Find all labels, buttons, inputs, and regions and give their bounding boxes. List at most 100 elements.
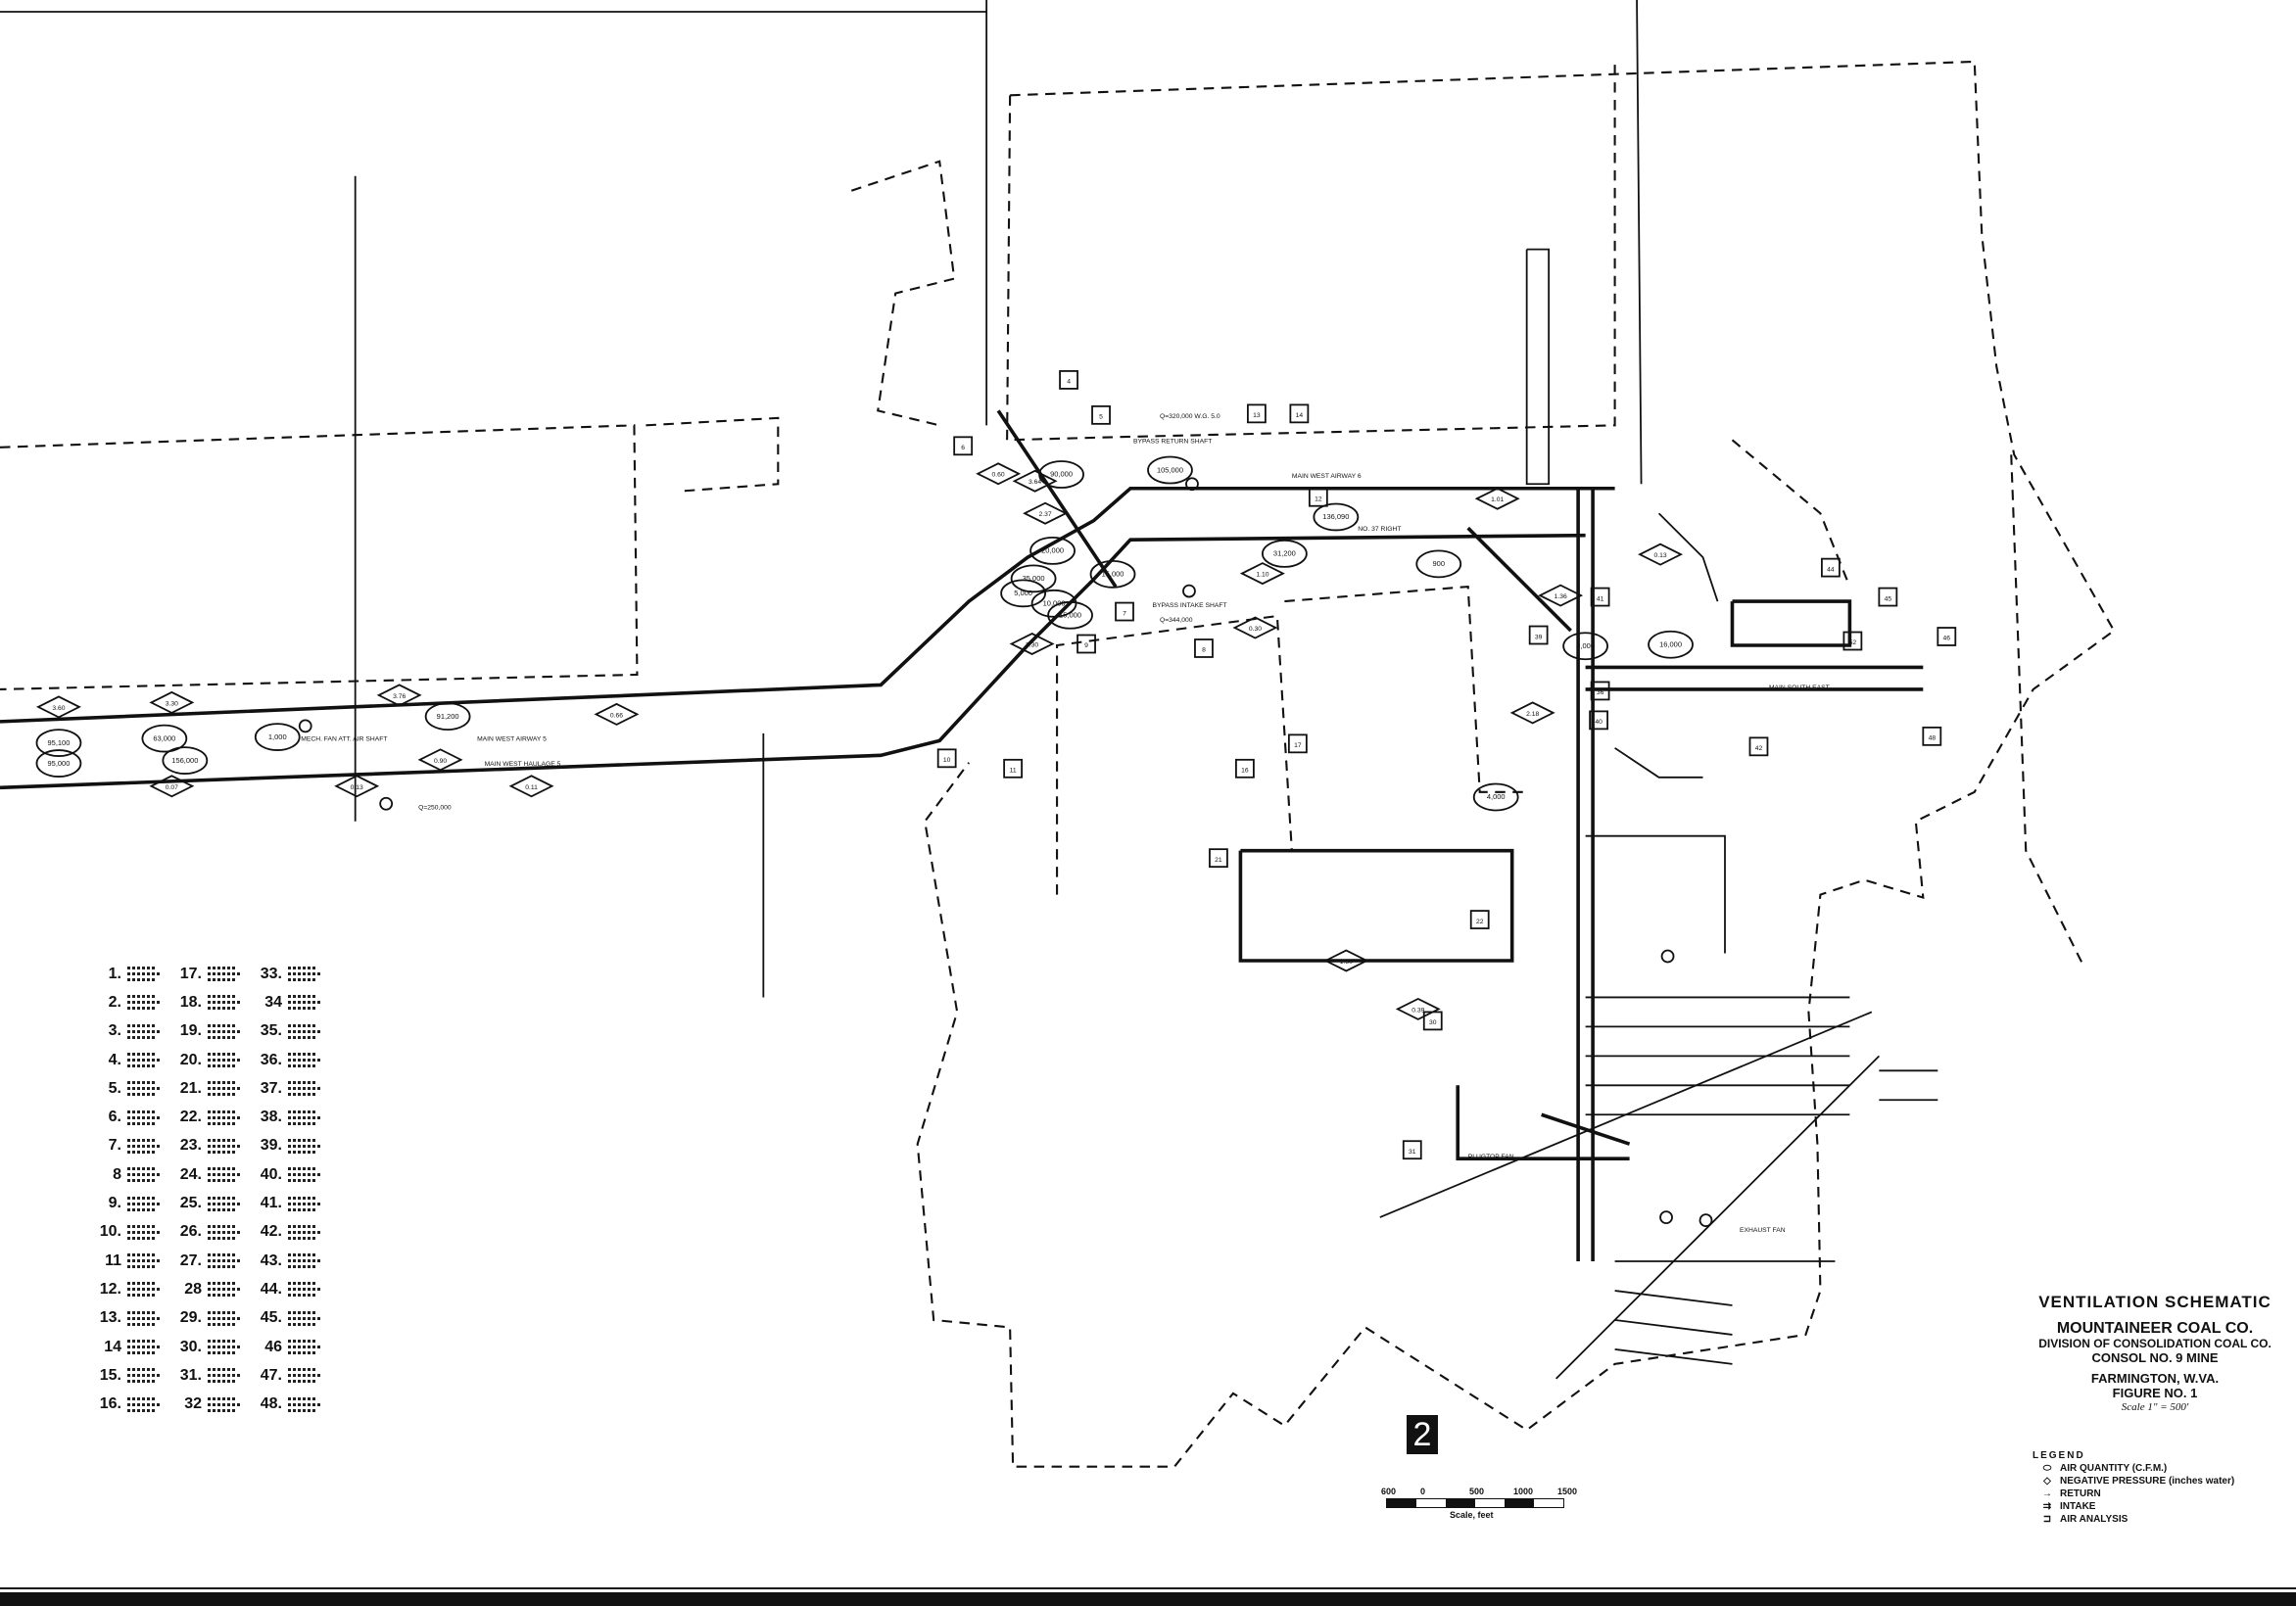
air-analysis-number: 36. [260,1051,282,1068]
air-analysis-values [208,1368,241,1384]
air-quantity-label: 15,000 [1059,611,1081,620]
air-analysis-values [288,1023,321,1039]
main-west-haulage [0,533,1586,790]
air-analysis-number: 41. [260,1195,282,1212]
negative-pressure-diamond [594,702,640,726]
air-analysis-entry: 24. [168,1160,249,1189]
air-analysis-station-number: 9 [1084,642,1088,649]
air-quantity-label: 9,000 [1576,641,1595,650]
airway-label: MAIN WEST AIRWAY 6 [1292,473,1362,480]
diamond-icon: ◇ [2043,1476,2051,1487]
air-analysis-entry: 43. [249,1247,329,1275]
entry-line [1379,1011,1873,1218]
shaft-icon [1698,1213,1713,1227]
entry-line [1614,1319,1733,1336]
air-analysis-station-box [1235,758,1255,779]
airway-label: BYPASS INTAKE SHAFT [1152,602,1226,609]
airway-label: MAIN WEST AIRWAY 5 [477,735,547,742]
air-analysis-values [288,1282,321,1298]
air-quantity-label: 1,000 [268,732,287,741]
air-analysis-entry: 25. [168,1189,249,1217]
air-analysis-values [208,1253,241,1269]
panel-boundary [1284,585,1527,793]
company-name: MOUNTAINEER COAL CO. [2056,1319,2254,1337]
negative-pressure-label: 3.30 [166,700,178,707]
air-analysis-values [127,995,161,1011]
air-quantity-label: 156,000 [171,756,198,765]
air-analysis-values [127,1138,161,1154]
negative-pressure-label: 0.11 [525,784,538,791]
air-analysis-entry: 16. [88,1390,168,1418]
scale-bar [1386,1498,1564,1508]
air-quantity-label: 95,100 [47,738,70,747]
air-analysis-entry: 4. [88,1046,168,1074]
air-analysis-number: 37. [260,1079,282,1097]
air-quantity-ellipse [1562,632,1608,661]
sheet-number: 2 [1407,1415,1438,1454]
negative-pressure-diamond [1012,469,1058,493]
air-analysis-values [288,1310,321,1326]
air-analysis-number: 16. [99,1395,121,1413]
air-analysis-station-box [1402,1140,1422,1160]
air-analysis-entry: 17. [168,960,249,988]
air-analysis-number: 24. [179,1165,202,1183]
negative-pressure-label: 1.50 [1340,959,1353,966]
air-analysis-values [288,1053,321,1068]
legend-header: LEGEND [2033,1450,2085,1461]
air-analysis-entry: 11 [88,1247,168,1275]
air-quantity-ellipse [254,723,301,751]
air-analysis-station-box [1059,370,1078,390]
location: FARMINGTON, W.VA. [2090,1370,2220,1386]
air-analysis-entry: 9. [88,1189,168,1217]
air-analysis-station-number: 5 [1099,414,1103,421]
air-analysis-entry: 18. [168,988,249,1016]
air-analysis-entry: 10. [88,1218,168,1247]
air-analysis-entry: 32 [168,1390,249,1418]
air-analysis-entry: 40. [249,1160,329,1189]
air-quantity-ellipse [35,729,82,757]
arrow-icon: → [2042,1488,2052,1499]
air-analysis-station-number: 44 [1827,566,1835,573]
shaft-note: Q=320,000 W.G. 5.0 [1160,413,1220,420]
negative-pressure-label: 3.76 [393,693,406,700]
negative-pressure-diamond [508,775,554,798]
fan-drift [1541,1112,1631,1146]
air-analysis-entry: 48. [249,1390,329,1418]
air-quantity-ellipse [1472,782,1519,812]
shaft-note: Q=344,000 [1160,617,1193,624]
air-analysis-entry: 8 [88,1160,168,1189]
air-analysis-values [208,1282,241,1298]
curve-mark [1614,747,1703,779]
air-analysis-number: 27. [179,1252,202,1269]
air-analysis-number: 38. [260,1109,282,1126]
entry-line [1585,834,1726,954]
air-analysis-number: 43. [260,1252,282,1269]
air-analysis-number: 42. [260,1223,282,1241]
legend-label: INTAKE [2060,1501,2096,1512]
scale-tick: 500 [1469,1487,1485,1496]
scale-tick: 0 [1420,1487,1426,1496]
scale-tick: 1000 [1513,1487,1534,1496]
air-analysis-station-box [1922,726,1942,746]
air-analysis-values [208,967,241,982]
air-analysis-station-box [1842,631,1863,651]
air-analysis-entry: 26. [168,1218,249,1247]
air-quantity-label: 900 [1432,559,1445,568]
air-analysis-values [127,1396,161,1412]
negative-pressure-label: 1.10 [1256,572,1268,579]
air-analysis-values [288,1167,321,1183]
air-analysis-entry: 39. [249,1132,329,1160]
panel-boundary [1056,614,1293,895]
air-analysis-station-number: 21 [1215,857,1222,864]
air-analysis-number: 8 [113,1165,121,1183]
air-analysis-values [288,1340,321,1354]
air-analysis-entry: 46 [249,1333,329,1361]
entry-line [1614,1290,1733,1306]
ellipse-icon: ⬭ [2042,1463,2052,1474]
air-analysis-number: 3. [108,1022,121,1040]
air-analysis-station-number: 22 [1476,919,1484,925]
air-analysis-station-box [1091,404,1111,425]
air-analysis-station-box [953,436,974,456]
air-analysis-number: 10. [99,1223,121,1241]
